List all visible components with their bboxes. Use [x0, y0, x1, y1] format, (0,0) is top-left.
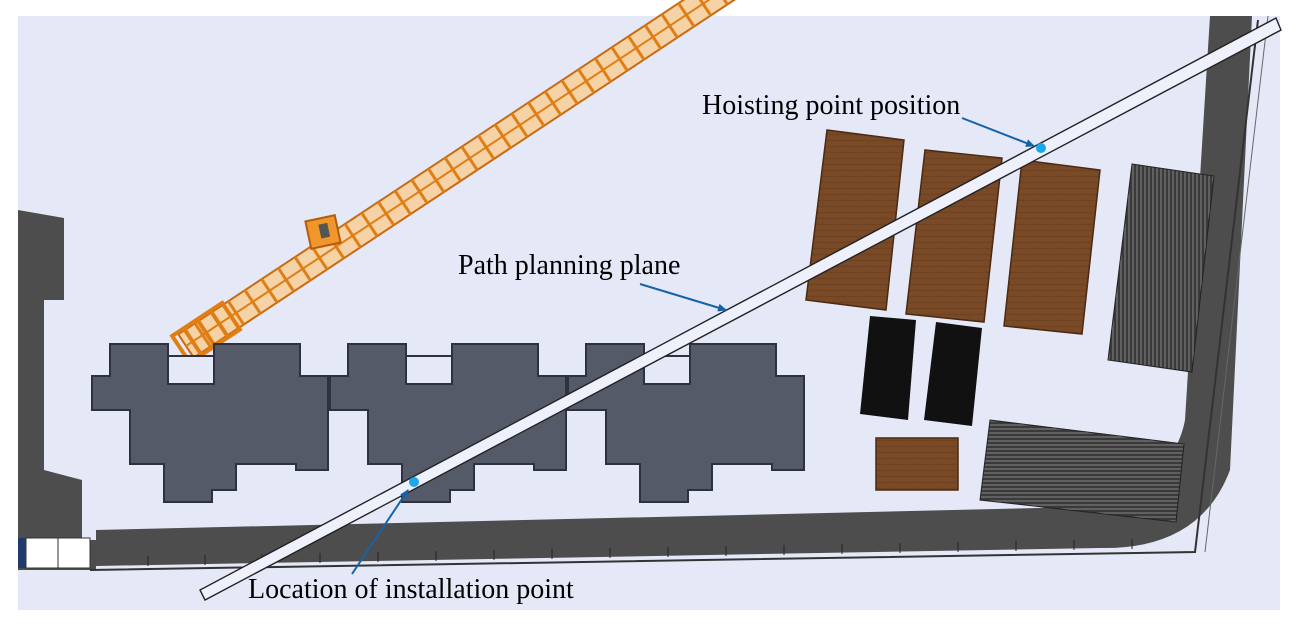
building-3: [567, 343, 805, 503]
path-planning-plane: [199, 17, 1282, 601]
fence-posts: [147, 539, 1133, 566]
installation-point-marker: [409, 477, 419, 487]
building-1: [91, 343, 329, 503]
hoisting-arrow: [961, 117, 1035, 147]
hoisting-point-label: Hoisting point position: [702, 90, 961, 121]
installation-arrow: [351, 489, 409, 575]
installation-point-label: Location of installation point: [248, 574, 574, 605]
material-stack-brown-2: [905, 149, 1003, 323]
material-stack-brown-4: [875, 437, 959, 491]
steel-frame-stack-2: [924, 322, 982, 426]
path-planning-plane-label: Path planning plane: [458, 250, 681, 281]
striped-stack-right: [1107, 163, 1215, 373]
crane-cab: [304, 214, 342, 250]
path-plane-arrow: [639, 283, 727, 312]
hoisting-point-marker: [1036, 143, 1046, 153]
steel-frame-stack-1: [860, 316, 916, 420]
material-stack-brown-3: [1003, 159, 1101, 335]
striped-stack-bottom: [979, 419, 1185, 523]
building-2: [329, 343, 567, 503]
